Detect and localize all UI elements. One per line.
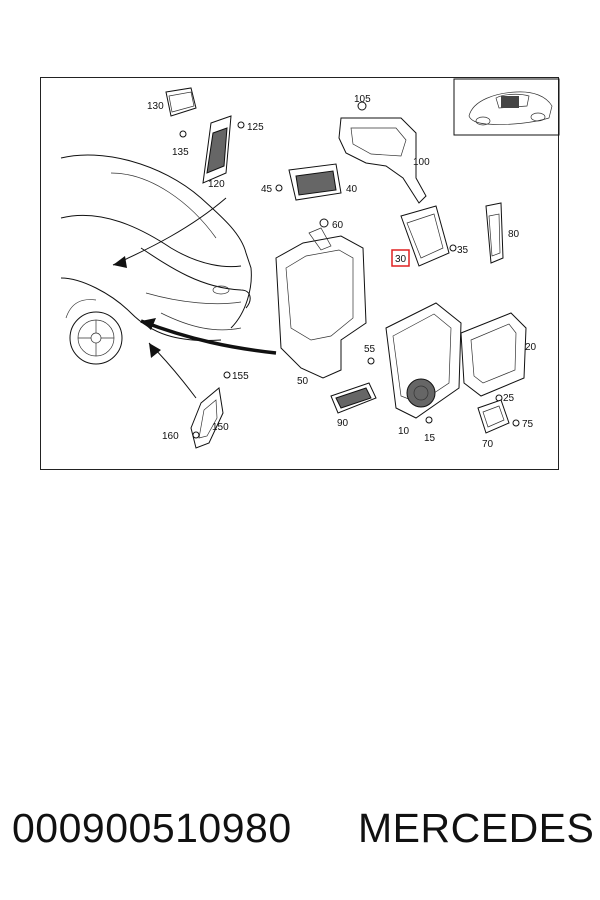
- callout-100: 100: [413, 157, 430, 168]
- part-150: [190, 387, 224, 449]
- part-50: [275, 227, 367, 379]
- part-40: [288, 163, 342, 201]
- callout-40: 40: [346, 184, 358, 195]
- callout-60: 60: [332, 220, 344, 231]
- screw-60: [319, 218, 329, 228]
- screw-105: [357, 101, 367, 111]
- callout-50: 50: [297, 376, 309, 387]
- screw-45: [275, 184, 283, 192]
- part-90: [330, 382, 377, 414]
- callout-75: 75: [522, 419, 534, 430]
- part-10: [385, 302, 462, 419]
- callout-130: 130: [147, 101, 164, 112]
- car-rear-outline: [60, 154, 252, 365]
- part-20: [460, 312, 527, 397]
- screw-55: [367, 357, 375, 365]
- screw-160: [192, 431, 200, 439]
- part-70: [477, 399, 510, 434]
- callout-155: 155: [232, 371, 249, 382]
- part-30: [400, 205, 450, 267]
- vehicle-thumbnail: [453, 78, 560, 136]
- callout-45: 45: [261, 184, 273, 195]
- callout-125: 125: [247, 122, 264, 133]
- callout-105: 105: [354, 94, 371, 105]
- callout-135: 135: [172, 147, 189, 158]
- pointer-arrows: [112, 197, 277, 399]
- callout-30: 30: [395, 254, 407, 265]
- screw-75: [512, 419, 520, 427]
- screw-15: [425, 416, 433, 424]
- parts-diagram: 130 105 125 135 120 100 45 40 60 80 30 3…: [40, 77, 560, 470]
- callout-150: 150: [212, 422, 229, 433]
- screw-125: [237, 121, 245, 129]
- callout-55: 55: [364, 344, 376, 355]
- screw-155: [223, 371, 231, 379]
- brand-name: MERCEDES: [358, 805, 595, 851]
- screw-35: [449, 244, 457, 252]
- callout-10: 10: [398, 426, 410, 437]
- exploded-view-drawing: 130 105 125 135 120 100 45 40 60 80 30 3…: [60, 78, 560, 450]
- callout-20: 20: [525, 342, 537, 353]
- callout-80: 80: [508, 229, 520, 240]
- callout-25: 25: [503, 393, 515, 404]
- part-80: [485, 202, 504, 264]
- product-caption: 000900510980 MERCEDES: [0, 805, 600, 865]
- highlight-box-30: [391, 249, 410, 267]
- callout-70: 70: [482, 439, 494, 450]
- part-130: [165, 87, 197, 117]
- callout-120: 120: [208, 179, 225, 190]
- part-120: [202, 115, 232, 184]
- callout-90: 90: [337, 418, 349, 429]
- callout-labels: 130 105 125 135 120 100 45 40 60 80 30 3…: [147, 94, 537, 450]
- screw-135: [179, 130, 187, 138]
- part-100: [338, 117, 427, 204]
- callout-160: 160: [162, 431, 179, 442]
- callout-35: 35: [457, 245, 469, 256]
- callout-15: 15: [424, 433, 436, 444]
- part-number: 000900510980: [12, 805, 292, 851]
